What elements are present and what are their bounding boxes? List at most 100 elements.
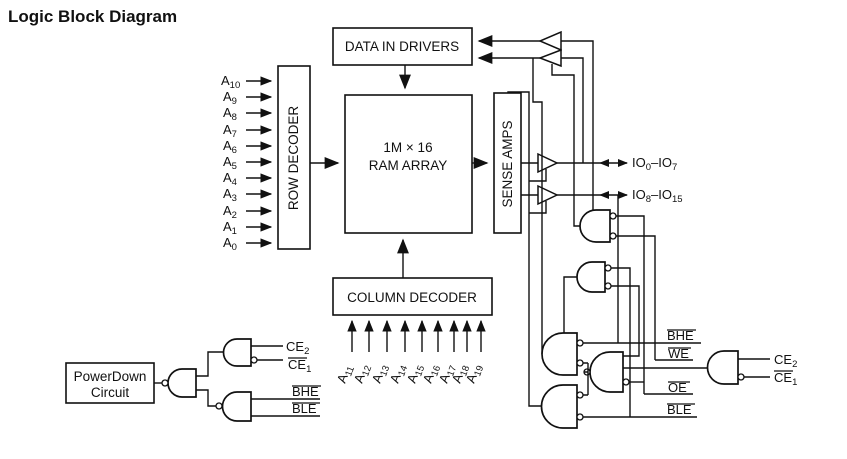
- wire-pd-byte-out: [196, 389, 216, 407]
- column-address-inputs: A11 A12 A13 A14 A15 A16 A17 A18 A19: [334, 319, 486, 386]
- input-buffer-low: [537, 48, 562, 68]
- wire-buffer-high-input: [561, 40, 594, 210]
- nand-gate-m2: [576, 261, 606, 293]
- control-gates: [540, 209, 745, 429]
- ram-array-label-line1: 1M × 16: [383, 140, 432, 155]
- wire-outbuf-low-enable: [529, 169, 547, 182]
- label-a19: A19: [463, 362, 486, 386]
- ram-array-label-line2: RAM ARRAY: [369, 158, 448, 173]
- io-high-arrow-left: [599, 191, 609, 199]
- wire-buffer-low-input: [561, 57, 584, 163]
- ce1-label: CE1: [774, 370, 797, 388]
- power-down-label-line2: Circuit: [91, 385, 130, 400]
- label-a13: A13: [369, 362, 392, 386]
- row-decoder-label: ROW DECODER: [286, 106, 301, 211]
- wire-ble-enable-up: [507, 91, 542, 407]
- label-a3: A3: [223, 186, 237, 204]
- label-a9: A9: [223, 89, 237, 107]
- wire-outbuf-high-enable: [529, 201, 547, 214]
- label-a10: A10: [221, 73, 240, 91]
- power-down-circuit-box: [65, 362, 155, 404]
- io-low-arrow-left: [599, 159, 609, 167]
- inverter-bubble: [576, 339, 584, 347]
- row-decoder-box: [277, 65, 311, 250]
- data-in-drivers-label: DATA IN DRIVERS: [345, 39, 459, 54]
- wire-m2-to-g3: [611, 285, 640, 357]
- label-a15: A15: [404, 362, 427, 386]
- pd-ble-label: BLE: [292, 401, 317, 416]
- nand-gate-bhe: [541, 332, 578, 376]
- label-a11: A11: [334, 362, 357, 386]
- column-decoder-box: [332, 277, 493, 316]
- power-down-label-line1: PowerDown: [74, 369, 147, 384]
- label-a0: A0: [223, 235, 237, 253]
- wire-pd-ce-out: [196, 351, 224, 377]
- wire-m1-out-enable: [551, 64, 580, 227]
- inverter-bubble: [609, 232, 617, 240]
- label-a6: A6: [223, 138, 237, 156]
- row-address-inputs: A10 A9 A8 A7 A6 A5 A4 A3 A2 A1 A0: [221, 73, 273, 253]
- we-label: WE: [668, 346, 689, 361]
- io-high-arrow-right: [618, 191, 628, 199]
- inverter-bubble: [576, 413, 584, 421]
- input-buffer-high: [538, 30, 562, 52]
- nand-gate-chip-enable: [706, 350, 739, 385]
- output-buffer-low: [537, 152, 559, 174]
- sense-amps-label: SENSE AMPS: [500, 120, 515, 207]
- control-signal-labels: BHE WE OE BLE CE2 CE1: [667, 328, 797, 417]
- label-a1: A1: [223, 219, 237, 237]
- block-arrows: [310, 35, 540, 278]
- nand-gate-ce: [222, 338, 252, 367]
- column-decoder-label: COLUMN DECODER: [347, 290, 477, 305]
- pd-ce2-label: CE2: [286, 339, 309, 357]
- inverter-bubble: [737, 373, 745, 381]
- pd-ce1-label: CE1: [288, 357, 311, 375]
- label-a7: A7: [223, 122, 237, 140]
- nand-gate-control: [589, 351, 624, 393]
- block-labels: DATA IN DRIVERS ROW DECODER 1M × 16 RAM …: [74, 39, 515, 400]
- ce2-label: CE2: [774, 352, 797, 370]
- inverter-bubble: [622, 378, 630, 386]
- nand-gate-ble: [540, 384, 578, 429]
- wire-bhe-enable-up: [532, 58, 543, 354]
- nand-gate-m1: [579, 209, 611, 243]
- power-down-gates: [161, 338, 258, 422]
- io-low-arrow-right: [618, 159, 628, 167]
- data-in-drivers-box: [332, 27, 473, 66]
- inverter-bubble: [215, 402, 223, 410]
- pd-bhe-label: BHE: [292, 384, 319, 399]
- label-a16: A16: [420, 362, 443, 386]
- inverter-bubble: [609, 212, 617, 220]
- page-title: Logic Block Diagram: [8, 7, 177, 26]
- wire-g3-out-branch: [583, 362, 589, 396]
- label-a5: A5: [223, 154, 237, 172]
- label-a2: A2: [223, 203, 237, 221]
- wire-we-to-m1: [616, 235, 656, 360]
- inverter-bubble: [161, 379, 169, 387]
- label-a17: A17: [436, 362, 459, 386]
- label-a8: A8: [223, 105, 237, 123]
- io-high-label: IO8–IO15: [632, 187, 683, 205]
- signal-wires: [154, 40, 770, 418]
- io-lines: IO0–IO7 IO8–IO15: [557, 155, 683, 205]
- block-boxes: [65, 27, 522, 404]
- output-buffer-high: [537, 184, 559, 206]
- wire-oe-to-m1: [616, 215, 645, 394]
- bhe-label: BHE: [667, 328, 694, 343]
- oe-label: OE: [668, 380, 687, 395]
- inverter-bubble: [576, 359, 584, 367]
- ble-label: BLE: [667, 402, 692, 417]
- label-a14: A14: [387, 362, 410, 386]
- inverter-bubble: [604, 264, 612, 272]
- power-down-signal-labels: CE2 CE1 BHE BLE: [286, 339, 321, 416]
- io-low-label: IO0–IO7: [632, 155, 677, 173]
- inverter-bubble: [250, 356, 258, 364]
- nand-gate-byte: [221, 391, 252, 422]
- label-a18: A18: [449, 362, 472, 386]
- label-a12: A12: [351, 362, 374, 386]
- label-a4: A4: [223, 170, 237, 188]
- ram-array-box: [344, 94, 473, 234]
- nand-gate-powerdown: [167, 368, 197, 398]
